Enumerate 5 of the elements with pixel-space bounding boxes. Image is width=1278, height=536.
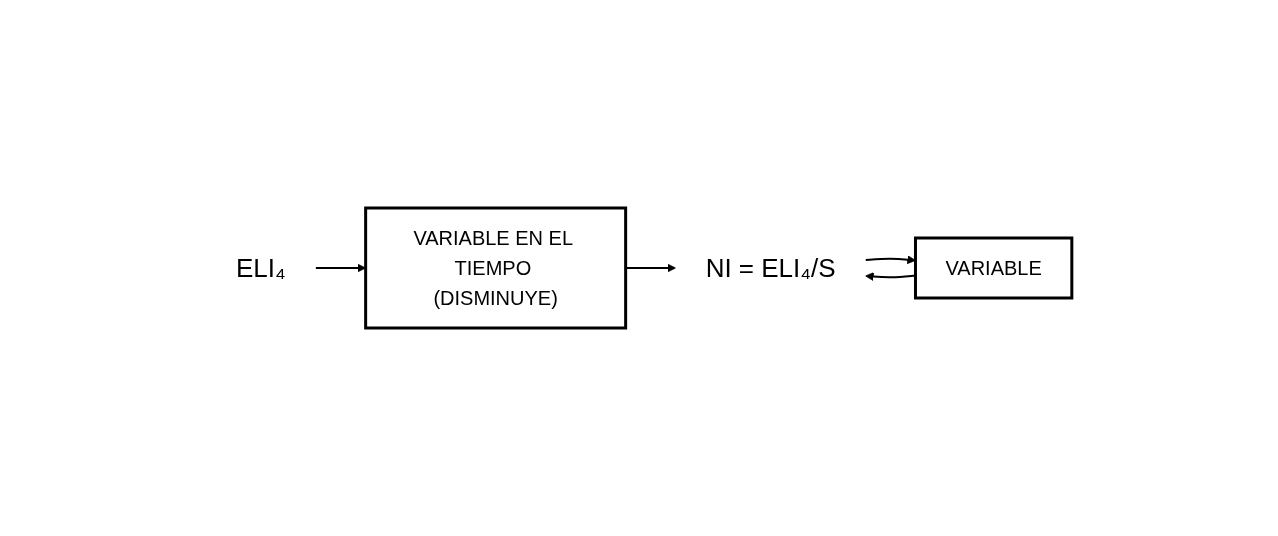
node-text: NI = ELI₄/S <box>705 252 836 283</box>
node-box: VARIABLE <box>914 236 1074 300</box>
arrow <box>864 255 916 265</box>
node-text: ELI₄ <box>236 252 286 283</box>
node-box: VARIABLE EN EL TIEMPO (DISMINUYE) <box>364 206 628 330</box>
